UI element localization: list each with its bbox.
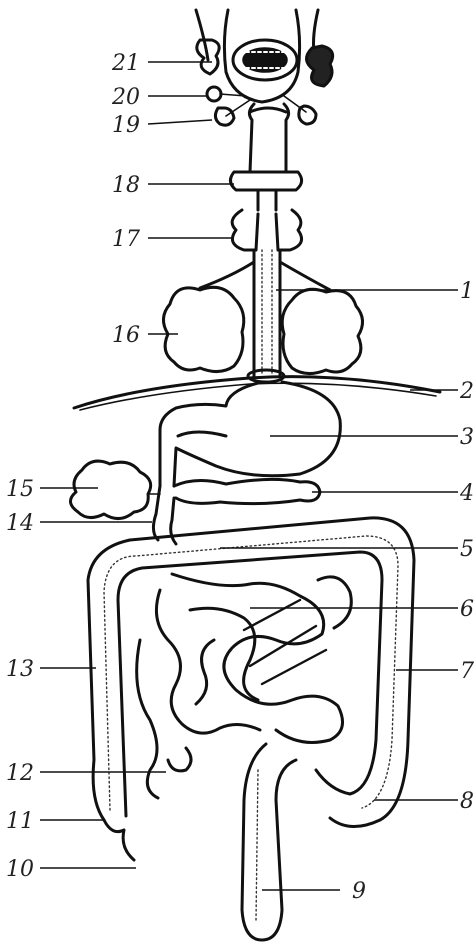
leader-19 (148, 120, 212, 124)
label-13: 13 (6, 657, 34, 682)
diaphragm (74, 370, 440, 410)
label-14: 14 (6, 511, 34, 536)
label-2: 2 (459, 379, 474, 404)
label-4: 4 (459, 481, 474, 506)
label-18: 18 (112, 173, 140, 198)
label-19: 19 (112, 113, 140, 138)
lungs (163, 287, 362, 373)
label-17: 17 (112, 227, 140, 252)
label-10: 10 (6, 857, 34, 882)
pancreas-and-liver (70, 461, 320, 518)
label-21: 21 (111, 51, 140, 76)
label-9: 9 (352, 879, 366, 904)
esophagus (200, 104, 330, 376)
label-1: 1 (460, 279, 474, 304)
stomach (160, 382, 340, 486)
rectum (242, 744, 296, 940)
label-20: 20 (111, 85, 140, 110)
label-15: 15 (6, 477, 34, 502)
label-12: 12 (6, 761, 34, 786)
label-8: 8 (460, 789, 474, 814)
label-7: 7 (460, 659, 474, 684)
label-5: 5 (460, 537, 474, 562)
label-16: 16 (112, 323, 140, 348)
label-3: 3 (460, 425, 474, 450)
label-6: 6 (460, 597, 474, 622)
label-11: 11 (6, 809, 34, 834)
